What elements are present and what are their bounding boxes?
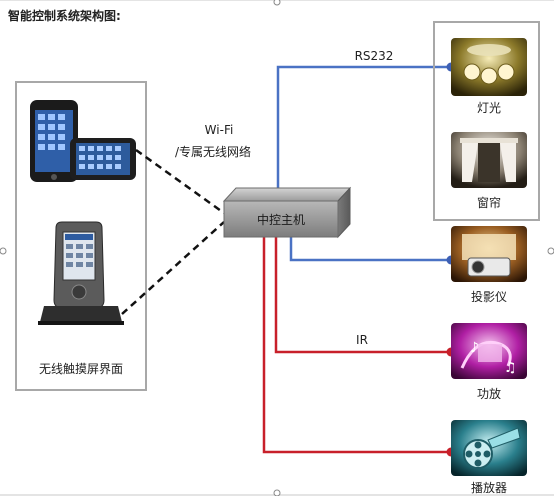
device-label-curtain: 窗帘 [477, 195, 501, 210]
svg-text:♪: ♪ [470, 340, 479, 356]
svg-text:♫: ♫ [504, 360, 517, 376]
wireless-links [121, 148, 225, 315]
touch-remote-icon [38, 221, 124, 325]
ir-label: IR [356, 333, 368, 347]
device-player [451, 420, 527, 476]
device-projector [451, 226, 527, 282]
device-label-amplifier: 功放 [477, 386, 501, 401]
diagram-title: 智能控制系统架构图: [7, 8, 121, 23]
device-curtain [451, 132, 527, 188]
controller-box [222, 186, 352, 239]
rs232-label: RS232 [355, 49, 394, 63]
wifi-label: Wi-Fi [205, 123, 234, 137]
device-label-projector: 投影仪 [471, 289, 507, 304]
device-lights [451, 38, 527, 96]
device-label-lights: 灯光 [477, 101, 501, 115]
controller-label: 中控主机 [257, 212, 305, 227]
private-network-label: /专属无线网络 [175, 144, 251, 159]
smartphone-tablet-icon [30, 100, 136, 182]
lighting-curtain-group-frame [433, 21, 540, 221]
device-label-player: 播放器 [471, 480, 507, 495]
device-amplifier: ♪ ♫ [451, 323, 527, 379]
touch-panel-label: 无线触摸屏界面 [39, 362, 123, 376]
